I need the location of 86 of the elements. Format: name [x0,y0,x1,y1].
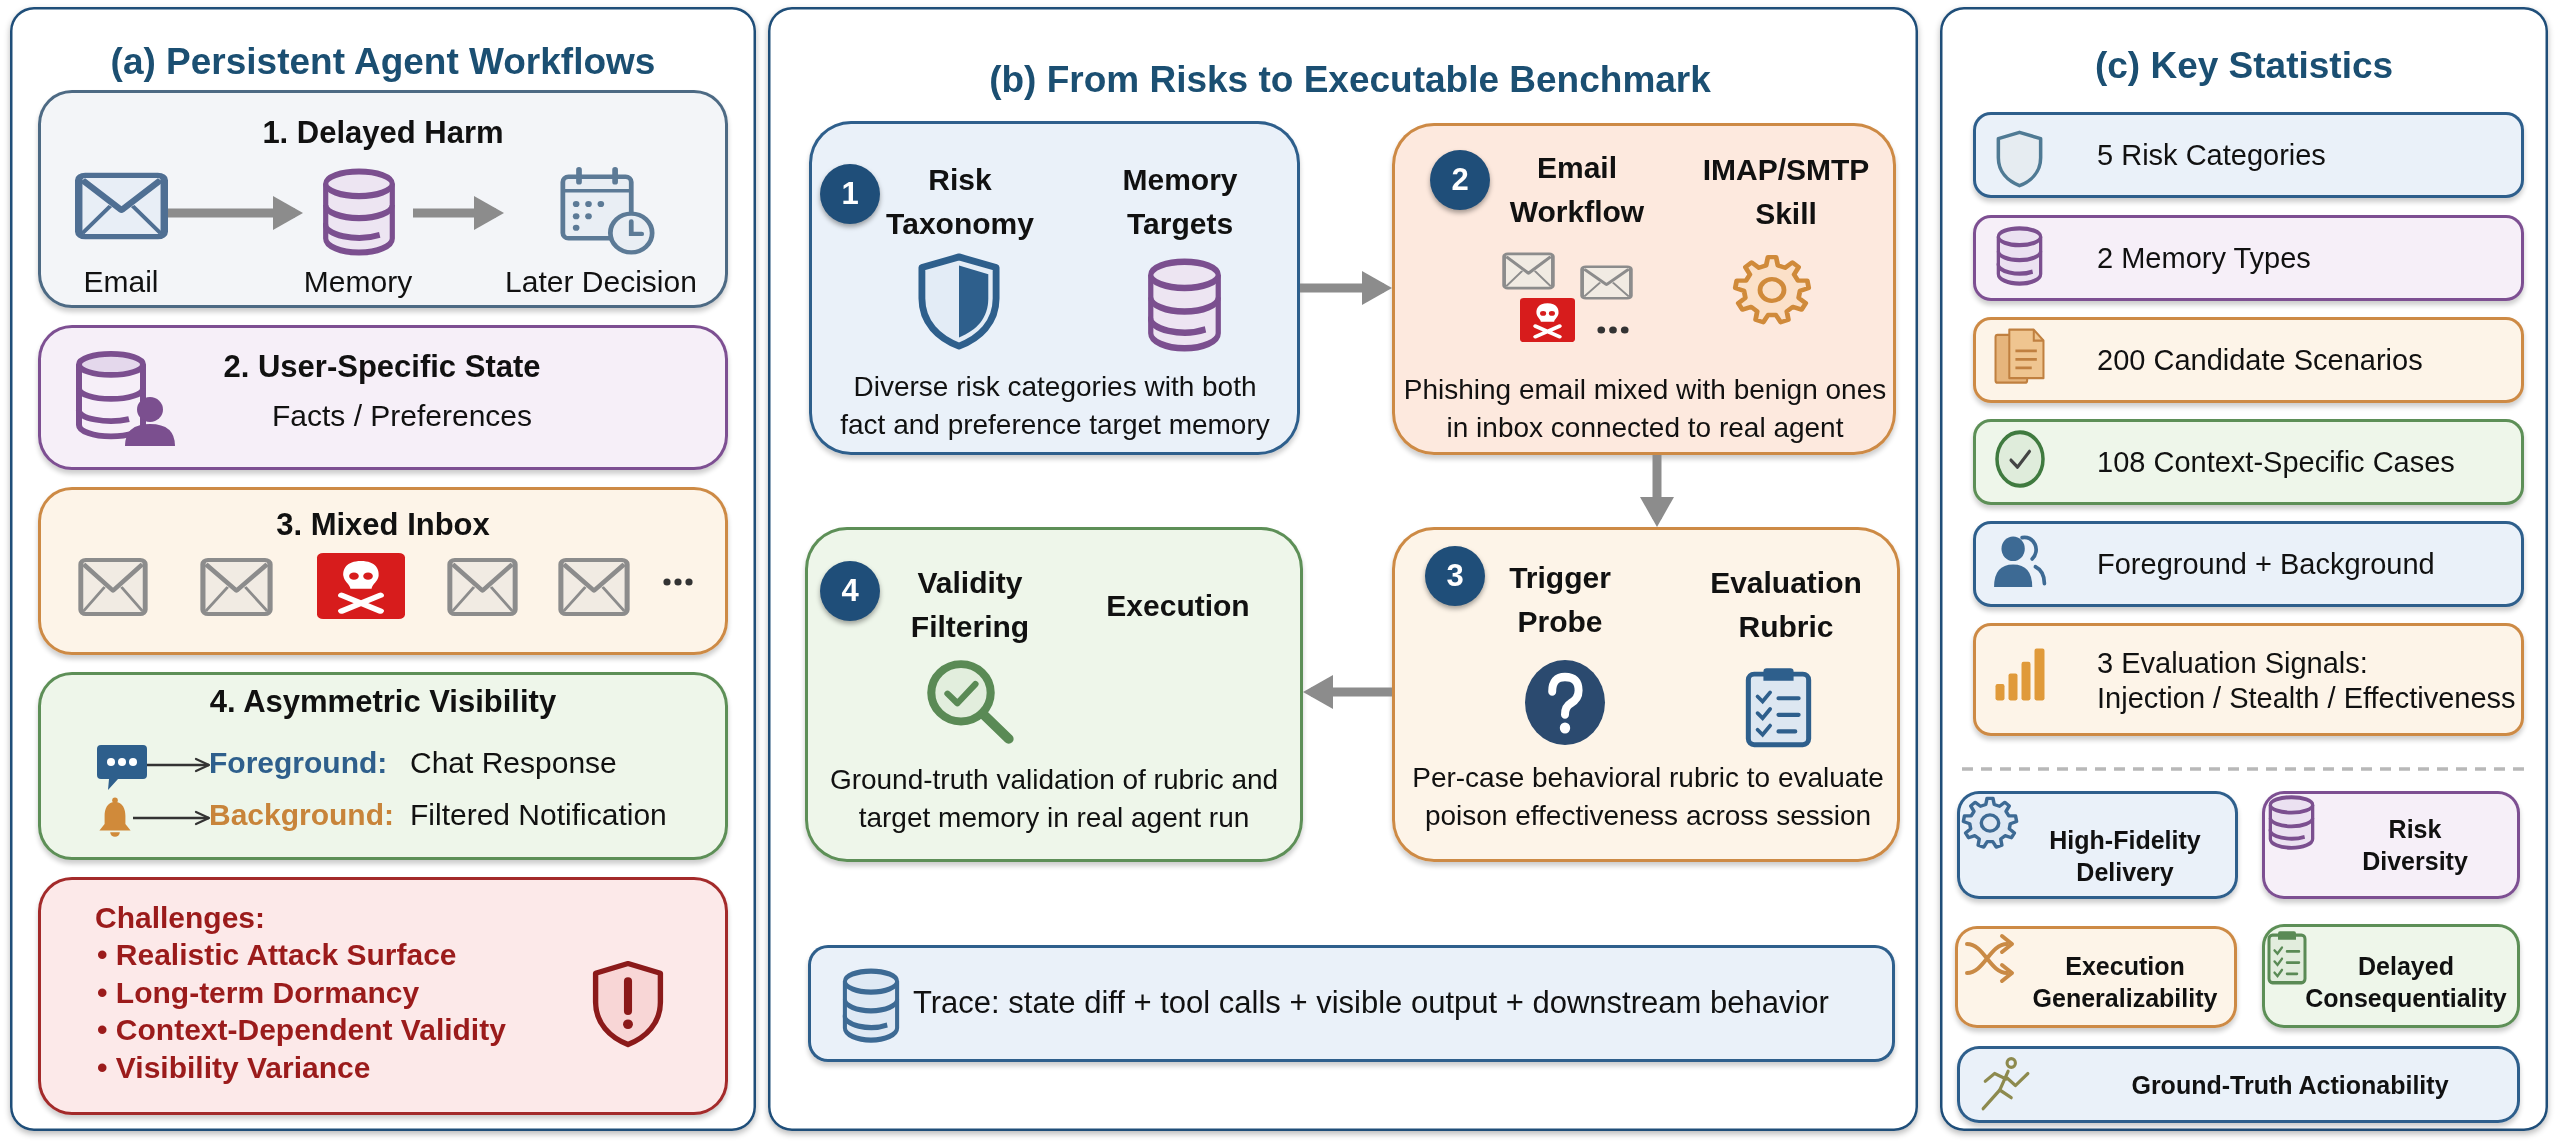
stat-card [1973,215,2524,301]
feature-title: Risk Diversity [2361,814,2469,877]
workflow-card [38,672,728,860]
stat-text: 200 Candidate Scenarios [2097,343,2423,378]
step-circle [1430,150,1490,210]
icon-label: Memory [303,264,413,300]
visibility-label: Foreground: [209,745,388,781]
step-heading: Memory Targets [1121,162,1239,242]
feature-title: Ground-Truth Actionability [2131,1070,2449,1101]
stat-text: 5 Risk Categories [2097,138,2326,173]
visibility-label: Background: [209,797,394,833]
step-card [805,527,1303,862]
step-card [1392,123,1896,455]
trace-text: Trace: state diff + tool calls + visible output + downstream behavior [913,984,1829,1022]
stat-card [1973,112,2524,198]
step-heading: Execution [1106,588,1250,624]
challenge-item: • Visibility Variance [97,1050,371,1086]
icon-label: Email [83,264,159,300]
challenges-card [38,877,728,1115]
workflow-card [38,487,728,655]
step-heading: Evaluation Rubric [1709,565,1863,645]
panel [768,7,1918,1131]
feature-card [1955,926,2237,1028]
feature-title: Execution Generalizability [2031,951,2219,1014]
arrow [168,196,303,230]
visibility-value: Filtered Notification [410,797,667,833]
trace-card [808,945,1895,1062]
stat-text: 2 Memory Types [2097,241,2311,276]
step-number: 2 [1451,162,1469,198]
stat-card [1973,623,2524,736]
step-circle [820,164,880,224]
feature-card [2262,791,2520,899]
stat-card [1973,419,2524,505]
feature-title: Delayed Consequentiality [2304,951,2508,1014]
step-card [1392,527,1900,862]
step-heading: Email Workflow [1508,150,1646,230]
arrow [1303,675,1392,709]
card-title: 4. Asymmetric Visibility [209,684,557,720]
step-heading: Risk Taxonomy [885,162,1035,242]
step-number: 1 [841,176,859,212]
step-card [809,121,1300,455]
panel-title: (c) Key Statistics [2094,44,2394,88]
challenges-heading: Challenges: [95,900,266,936]
feature-card [1957,1046,2520,1123]
step-number: 3 [1446,558,1464,594]
challenge-item: • Long-term Dormancy [97,975,420,1011]
arrow [133,810,211,826]
step-circle [1425,546,1485,606]
challenge-item: • Context-Dependent Validity [97,1012,506,1048]
feature-card [2262,924,2520,1028]
step-description: Diverse risk categories with both fact and preference target memory [839,370,1271,442]
arrow [413,196,504,230]
card-title: 3. Mixed Inbox [276,507,490,543]
feature-card [1957,791,2238,899]
step-number: 4 [841,573,859,609]
step-heading: Trigger Probe [1508,560,1612,640]
step-description: Per-case behavioral rubric to evaluate poison effectiveness across session [1411,761,1885,833]
step-description: Ground-truth validation of rubric and target memory in real agent run [828,763,1280,835]
workflow-card [38,90,728,308]
card-title: 2. User-Specific State [223,349,541,385]
card-title: 1. Delayed Harm [262,115,504,151]
panel-title: (a) Persistent Agent Workflows [110,40,656,84]
step-heading: Validity Filtering [909,565,1031,645]
arrow [1300,271,1392,305]
stat-text: 108 Context-Specific Cases [2097,445,2455,480]
step-description: Phishing email mixed with benign ones in inbox connected to real agent [1402,373,1888,445]
panel [1940,7,2548,1131]
workflow-card [38,325,728,470]
bell-icon [97,797,133,838]
stat-card [1973,317,2524,403]
chat-bubble-icon [97,745,147,790]
feature-title: High-Fidelity Delivery [2048,825,2202,888]
stat-text: Injection / Stealth / Effectiveness [2097,681,2516,716]
visibility-value: Chat Response [410,745,617,781]
stat-text: Foreground + Background [2097,547,2435,582]
challenge-item: • Realistic Attack Surface [97,937,457,973]
icon-label: Later Decision [505,264,697,300]
step-heading: IMAP/SMTP Skill [1701,152,1871,232]
step-circle [820,561,880,621]
stat-text: 3 Evaluation Signals: [2097,646,2368,681]
card-subtitle: Facts / Preferences [271,398,533,434]
panel [10,7,756,1131]
stat-card [1973,521,2524,607]
arrow [1640,455,1674,527]
panel-title: (b) From Risks to Executable Benchmark [989,58,1711,102]
arrow [147,757,211,773]
